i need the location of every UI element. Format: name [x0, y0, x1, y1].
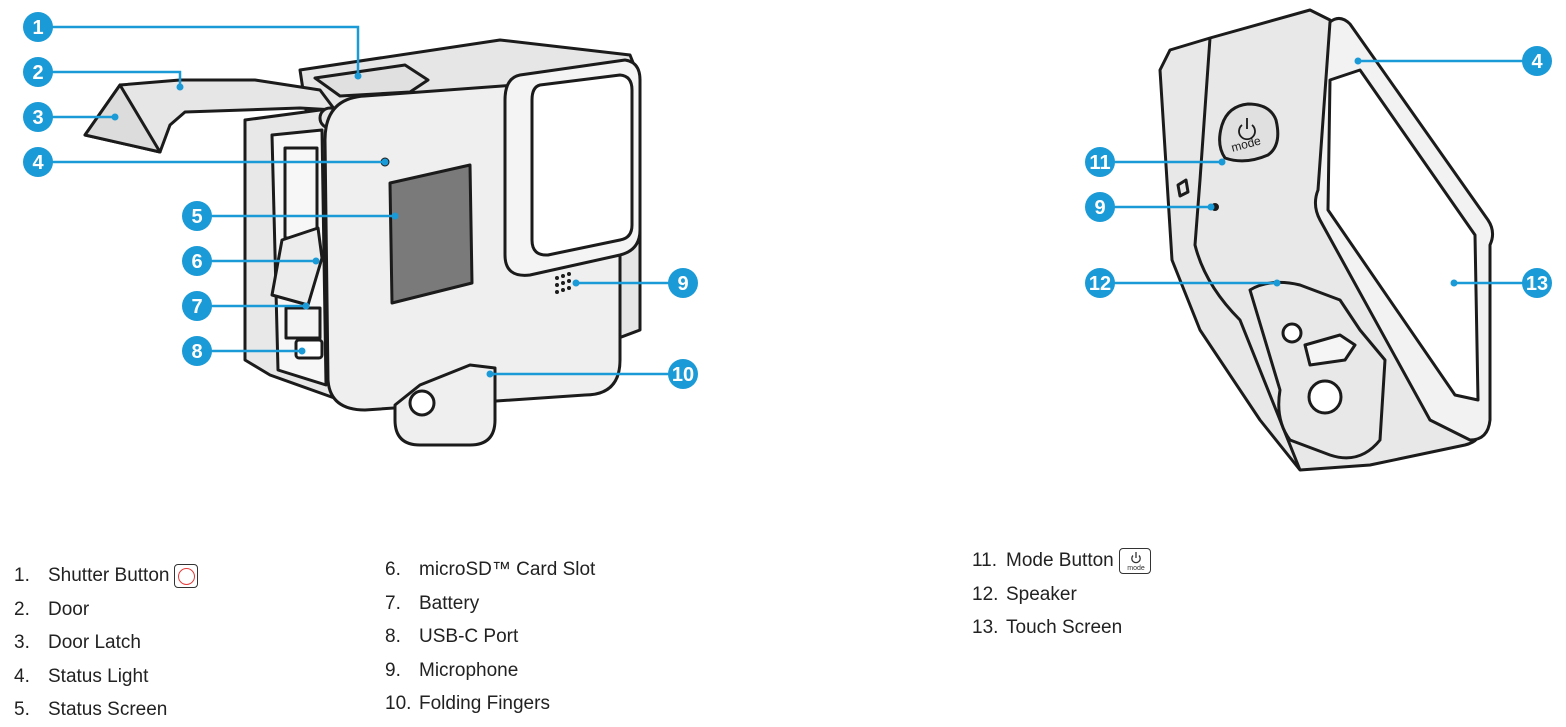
callout-badge-2: 2 — [23, 57, 53, 87]
callout-badge-8: 8 — [182, 336, 212, 366]
svg-text:3: 3 — [32, 107, 43, 129]
legend-label: Shutter Button — [48, 565, 170, 586]
legend-label: Door Latch — [48, 632, 141, 654]
callout-badge-12: 12 — [1085, 268, 1115, 298]
legend-number: 4. — [14, 665, 30, 687]
callout-badge-1: 1 — [23, 12, 53, 42]
legend-item: 10. Folding Fingers — [385, 687, 595, 721]
svg-text:8: 8 — [191, 341, 202, 363]
legend-number: 5. — [14, 699, 30, 721]
svg-text:10: 10 — [672, 364, 694, 386]
callout-badges: 1 2 3 4 5 6 7 8 9 10 4 11 9 12 13 — [23, 12, 1552, 389]
callout-badge-7: 7 — [182, 291, 212, 321]
callout-badge-11: 11 — [1085, 147, 1115, 177]
legend-label: Touch Screen — [1006, 617, 1123, 639]
legend-label: Folding Fingers — [419, 693, 550, 715]
legend-label: Battery — [419, 592, 480, 614]
legend-number: 12. — [972, 583, 999, 605]
legend-label: Mode Button — [1006, 550, 1114, 571]
legend-item: 4. Status Light — [14, 660, 198, 694]
callout-badge-10: 10 — [668, 359, 698, 389]
svg-text:2: 2 — [32, 62, 43, 84]
callout-lines — [38, 25, 1537, 376]
callout-badge-4: 4 — [23, 147, 53, 177]
svg-text:4: 4 — [1531, 51, 1543, 73]
callout-badge-9: 9 — [668, 268, 698, 298]
legend-label: Door — [48, 598, 90, 620]
legend-label: Status Screen — [48, 699, 168, 721]
legend-item: 5. Status Screen — [14, 693, 198, 727]
svg-text:7: 7 — [191, 296, 202, 318]
legend-number: 6. — [385, 559, 401, 580]
legend-label: USB-C Port — [419, 626, 519, 648]
camera-back-illustration: mode — [1158, 8, 1495, 472]
legend-number: 9. — [385, 659, 401, 681]
legend-item: 3. Door Latch — [14, 626, 198, 660]
legend-item: 11. Mode Button mode — [972, 544, 1151, 578]
legend-number: 13. — [972, 617, 999, 639]
legend-column-1: 1. Shutter Button 2. Door 3. Door Latch … — [14, 559, 199, 727]
svg-text:12: 12 — [1089, 273, 1111, 295]
legend-number: 8. — [385, 626, 401, 648]
svg-text:9: 9 — [1094, 197, 1105, 219]
callout-badge-4-back: 4 — [1522, 46, 1552, 76]
legend-item: 6. microSD™ Card Slot — [385, 553, 595, 587]
callout-badge-9-back: 9 — [1085, 192, 1115, 222]
legend-label: Speaker — [1006, 583, 1077, 605]
legend-number: 3. — [14, 632, 30, 654]
callout-badge-3: 3 — [23, 102, 53, 132]
svg-text:5: 5 — [191, 206, 202, 228]
legend-item: 8. USB-C Port — [385, 620, 595, 654]
legend-label: microSD™ Card Slot — [419, 559, 596, 580]
legend-item: 9. Microphone — [385, 654, 595, 688]
shutter-icon — [174, 563, 199, 588]
svg-text:1: 1 — [32, 17, 43, 39]
legend-number: 2. — [14, 598, 30, 620]
legend-item: 12. Speaker — [972, 578, 1151, 612]
legend-item: 1. Shutter Button — [14, 559, 199, 593]
svg-text:13: 13 — [1526, 273, 1548, 295]
callout-badge-6: 6 — [182, 246, 212, 276]
legend-number: 10. — [385, 693, 412, 715]
callout-endpoints — [111, 57, 1458, 378]
legend-number: 7. — [385, 592, 401, 614]
mode-button-icon: mode — [1118, 547, 1151, 574]
legend-item: 2. Door — [14, 593, 198, 627]
svg-text:11: 11 — [1089, 152, 1110, 174]
camera-front-illustration — [83, 38, 642, 447]
legend-column-3: 11. Mode Button mode 12. Speaker 13. Tou… — [972, 544, 1151, 645]
legend-number: 1. — [14, 565, 30, 586]
callout-badge-13: 13 — [1522, 268, 1552, 298]
legend-column-2: 6. microSD™ Card Slot 7. Battery 8. USB-… — [385, 553, 595, 721]
callout-badge-5: 5 — [182, 201, 212, 231]
svg-text:mode: mode — [1127, 565, 1145, 572]
legend-item: 13. Touch Screen — [972, 611, 1151, 645]
legend-number: 11. — [972, 550, 998, 571]
svg-text:4: 4 — [32, 152, 44, 174]
legend-label: Status Light — [48, 665, 149, 687]
svg-text:9: 9 — [677, 273, 688, 295]
svg-text:6: 6 — [191, 251, 202, 273]
legend-label: Microphone — [419, 659, 519, 681]
legend-item: 7. Battery — [385, 587, 595, 621]
